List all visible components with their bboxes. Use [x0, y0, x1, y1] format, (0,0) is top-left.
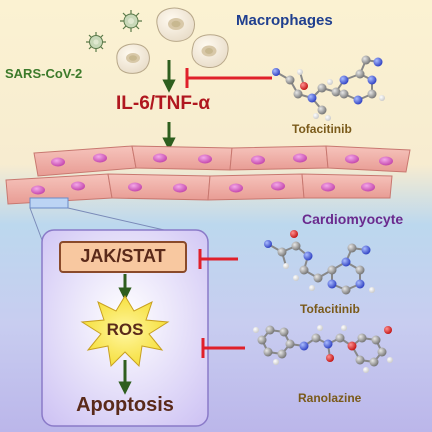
apoptosis-label: Apoptosis	[76, 394, 174, 416]
molecule-icon	[264, 230, 375, 295]
inhibition-tofacitinib-jak	[198, 249, 238, 269]
ranolazine-label: Ranolazine	[298, 391, 362, 405]
macrophages-label: Macrophages	[236, 12, 333, 29]
sars-cov-2-label: SARS-CoV-2	[5, 66, 83, 81]
macrophage-icon	[116, 43, 150, 74]
inhibition-ranolazine-ros	[201, 338, 245, 358]
molecule-icon	[272, 55, 385, 121]
ros-label: ROS	[106, 320, 144, 339]
cardiomyocyte-layer	[5, 145, 411, 209]
cytokines-label: IL-6/TNF-α	[116, 93, 210, 114]
jak-stat-label: JAK/STAT	[80, 246, 166, 266]
myocyte-cell	[207, 173, 305, 201]
jak-stat-box	[59, 241, 187, 273]
ros-star	[80, 295, 170, 368]
zoom-line-left	[29, 207, 43, 241]
virus-icon	[120, 10, 142, 32]
macrophage-icon	[156, 7, 195, 42]
zoom-region	[29, 197, 69, 209]
myocyte-cell	[131, 145, 233, 171]
myocyte-cell	[229, 145, 329, 171]
molecule-icon	[253, 325, 393, 373]
myocyte-cell	[325, 145, 411, 173]
tofacitinib-label-top: Tofacitinib	[292, 122, 352, 136]
myocyte-cell	[301, 173, 393, 199]
inhibition-tofacitinib-top	[185, 68, 272, 88]
myocyte-cell	[107, 173, 211, 201]
macrophage-icon	[191, 34, 229, 68]
virus-icon	[86, 32, 106, 52]
tofacitinib-label-mid: Tofacitinib	[300, 302, 360, 316]
myocyte-cell	[33, 145, 137, 177]
cardiomyocyte-label: Cardiomyocyte	[302, 211, 404, 227]
